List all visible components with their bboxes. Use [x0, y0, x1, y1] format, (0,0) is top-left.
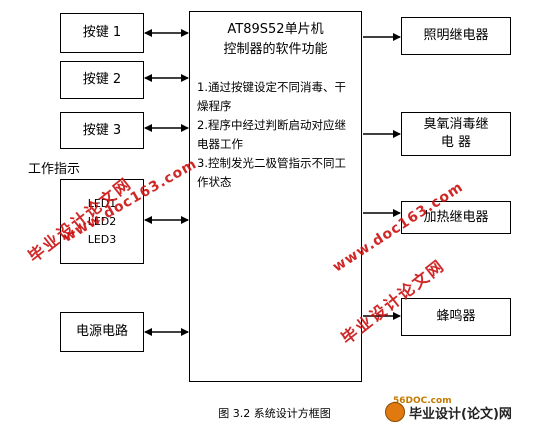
lighting-relay-label: 照明继电器	[423, 28, 489, 43]
logo-site-text: 56DOC.com	[393, 396, 452, 406]
key3-box: 按键 3	[60, 112, 144, 149]
mcu-desc-line: 电器工作	[197, 137, 243, 151]
mcu-block: AT89S52单片机 控制器的软件功能 1.通过按键设定不同消毒、干 燥程序 2…	[189, 11, 362, 382]
indicator-label: 工作指示	[28, 162, 81, 177]
power-box: 电源电路	[60, 312, 144, 352]
key1-label: 按键 1	[82, 25, 122, 40]
mcu-desc-line: 作状态	[197, 175, 232, 189]
lighting-relay-box: 照明继电器	[401, 17, 511, 55]
mcu-title-line1: AT89S52单片机	[227, 22, 324, 37]
key2-box: 按键 2	[60, 61, 144, 99]
logo-text: 毕业设计(论文)网	[409, 407, 512, 422]
ozone-relay-box: 臭氧消毒继 电 器	[401, 112, 511, 156]
mcu-desc-line: 3.控制发光二极管指示不同工	[197, 156, 346, 170]
power-label: 电源电路	[75, 324, 128, 339]
ozone-relay-label-line1: 臭氧消毒继	[423, 117, 489, 132]
logo-emblem-icon	[385, 402, 405, 422]
led-box: LED1 LED2 LED3	[60, 179, 144, 264]
site-logo: 56DOC.com 毕业设计(论文)网	[385, 396, 545, 422]
buzzer-label: 蜂鸣器	[436, 309, 476, 324]
heating-relay-box: 加热继电器	[401, 201, 511, 234]
mcu-desc-line: 1.通过按键设定不同消毒、干	[197, 80, 346, 94]
mcu-description: 1.通过按键设定不同消毒、干 燥程序 2.程序中经过判断启动对应继 电器工作 3…	[197, 78, 359, 192]
key1-box: 按键 1	[60, 13, 144, 53]
mcu-title: AT89S52单片机 控制器的软件功能	[190, 20, 361, 60]
key3-label: 按键 3	[82, 122, 122, 138]
ozone-relay-label-line2: 电 器	[440, 135, 472, 150]
mcu-desc-line: 2.程序中经过判断启动对应继	[197, 118, 346, 132]
led3-label: LED3	[87, 232, 117, 246]
led2-label: LED2	[87, 214, 117, 228]
key2-label: 按键 2	[82, 72, 122, 87]
heating-relay-label: 加热继电器	[423, 209, 489, 225]
mcu-title-line2: 控制器的软件功能	[223, 42, 328, 57]
led1-label: LED1	[87, 196, 117, 210]
figure-caption: 图 3.2 系统设计方框图	[218, 407, 331, 420]
mcu-desc-line: 燥程序	[197, 99, 232, 113]
buzzer-box: 蜂鸣器	[401, 298, 511, 336]
